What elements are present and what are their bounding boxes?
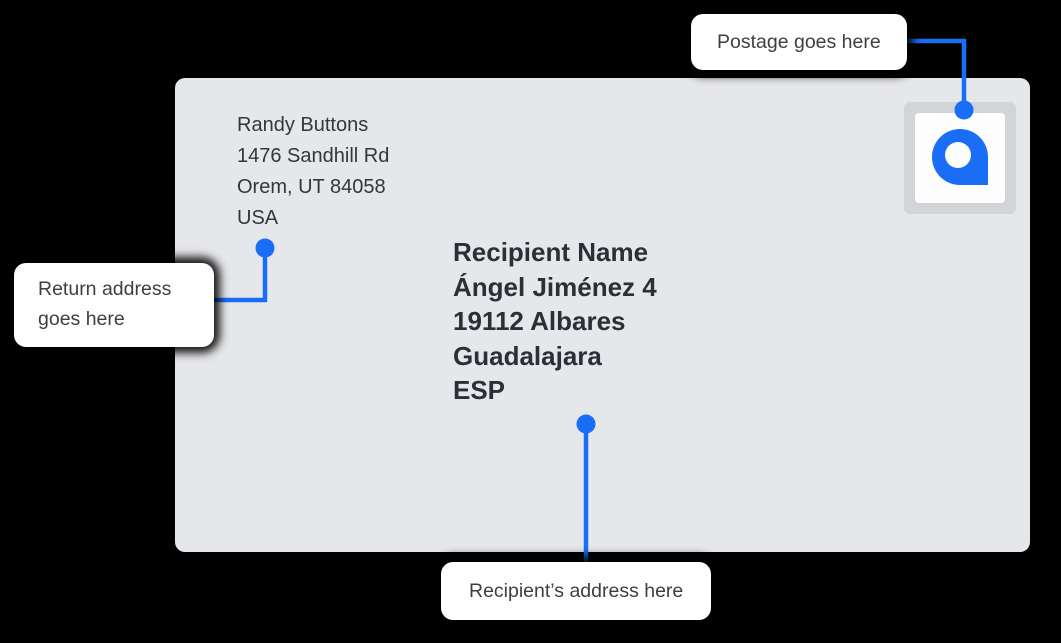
recipient-address-line: Ángel Jiménez 4 [453,271,657,302]
return-address-line: Orem, UT 84058 [237,176,386,198]
postage-stamp-logo-icon [932,129,988,185]
return-address-block: Randy Buttons 1476 Sandhill Rd Orem, UT … [237,110,389,234]
return-address-line: Randy Buttons [237,114,369,136]
stamp-face [915,113,1005,203]
postage-stamp [904,102,1016,214]
callout-postage-label: Postage goes here [717,31,881,53]
return-address-line: USA [237,207,279,229]
callout-postage[interactable]: Postage goes here [691,14,907,70]
callout-return-address-label: Return address goes here [38,278,172,330]
recipient-address-line: 19112 Albares [453,306,626,336]
recipient-address-line: Guadalajara [453,340,602,371]
callout-recipient-address[interactable]: Recipient’s address here [441,562,712,620]
recipient-address-line: ESP [453,375,506,405]
recipient-address-block: Recipient Name Ángel Jiménez 4 19112 Alb… [453,235,657,408]
envelope: Randy Buttons 1476 Sandhill Rd Orem, UT … [175,78,1030,552]
return-address-line: 1476 Sandhill Rd [237,145,390,167]
callout-return-address[interactable]: Return address goes here [14,263,214,347]
recipient-address-line: Recipient Name [453,237,649,267]
callout-recipient-address-label: Recipient’s address here [469,580,684,602]
